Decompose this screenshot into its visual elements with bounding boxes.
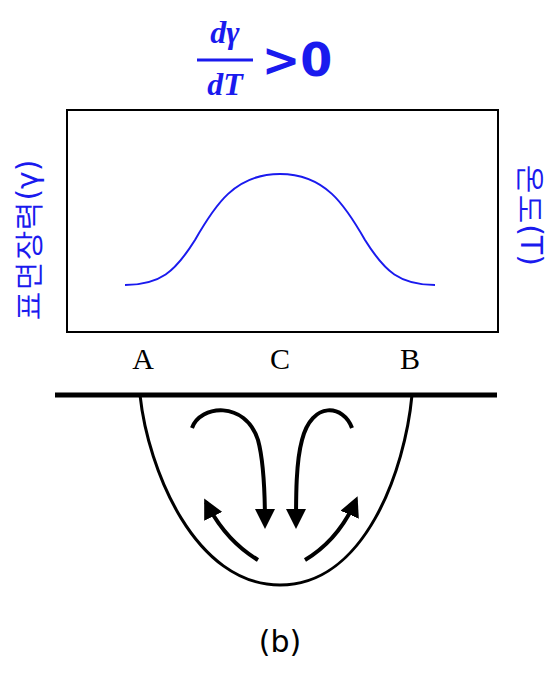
flow-arrow (296, 410, 352, 525)
surface-line (55, 393, 497, 398)
inequality: >0 (262, 35, 333, 86)
temperature-curve (125, 174, 435, 285)
flow-arrow (192, 410, 265, 525)
fraction-denominator: dT (207, 67, 243, 102)
axis-label: 온도(T) (515, 164, 548, 266)
figure-caption: (b) (259, 625, 301, 658)
flow-arrow (305, 500, 356, 560)
point-label: C (270, 342, 290, 375)
point-label: B (400, 342, 420, 375)
axis-label: 표면장력(γ) (11, 159, 44, 320)
fraction-numerator: dγ (210, 15, 239, 50)
flow-arrow (206, 502, 258, 560)
fraction-bar (197, 59, 253, 62)
chart-frame (67, 110, 498, 332)
pool-boundary (140, 395, 412, 585)
point-label: A (132, 342, 154, 375)
